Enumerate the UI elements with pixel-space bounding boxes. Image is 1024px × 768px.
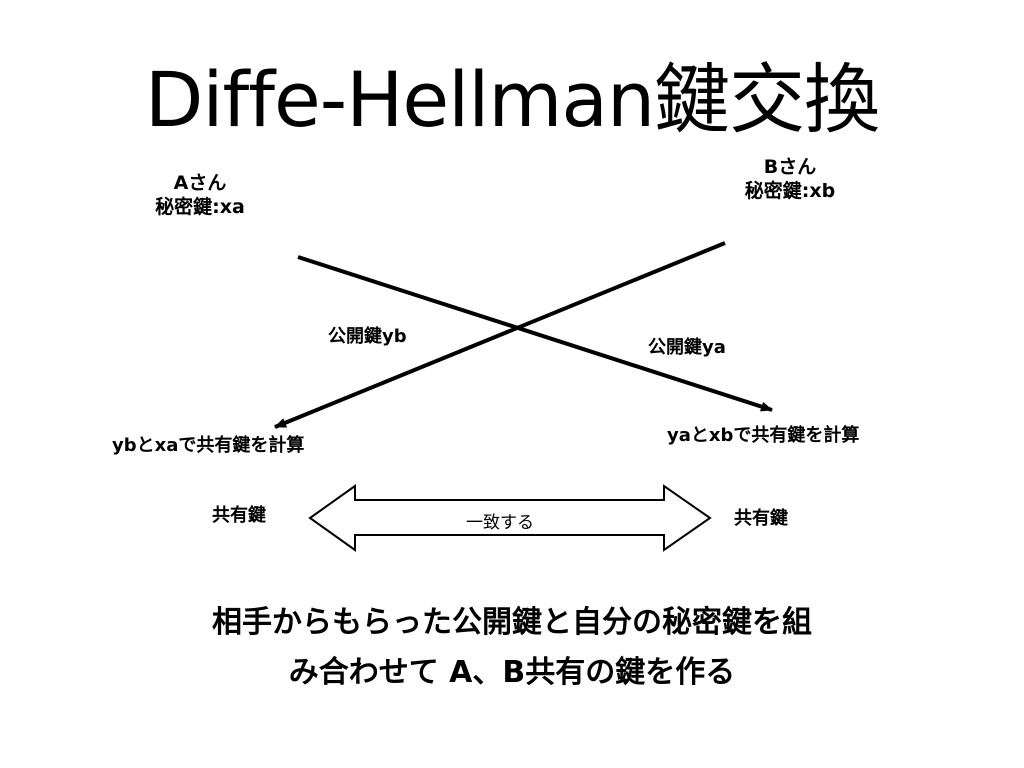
party-a-private-key: 秘密鍵:xa: [155, 195, 245, 218]
party-a-name: Aさん: [173, 172, 227, 194]
summary-line-2: み合わせて A、B共有の鍵を作る: [288, 654, 736, 690]
summary-line-1: 相手からもらった公開鍵と自分の秘密鍵を組: [212, 605, 812, 640]
label-shared-key-a: 共有鍵: [212, 505, 266, 526]
party-b: Bさん 秘密鍵:xb: [700, 156, 880, 204]
label-public-key-yb: 公開鍵yb: [328, 326, 407, 347]
slide-title: Diffe-Hellman鍵交換: [144, 55, 880, 144]
label-public-key-ya: 公開鍵ya: [648, 337, 726, 358]
double-arrow-match: [308, 484, 712, 552]
party-b-name: Bさん: [763, 156, 817, 178]
label-match: 一致する: [466, 513, 534, 533]
label-a-computes: ybとxaで共有鍵を計算: [112, 435, 305, 456]
summary-text: 相手からもらった公開鍵と自分の秘密鍵を組 み合わせて A、B共有の鍵を作る: [0, 598, 1024, 697]
party-b-private-key: 秘密鍵:xb: [744, 179, 836, 202]
arrow-public-key-ya: [297, 255, 773, 412]
label-shared-key-b: 共有鍵: [734, 508, 788, 529]
arrow-public-key-yb: [274, 241, 726, 429]
label-b-computes: yaとxbで共有鍵を計算: [667, 425, 860, 446]
party-a: Aさん 秘密鍵:xa: [110, 172, 290, 220]
